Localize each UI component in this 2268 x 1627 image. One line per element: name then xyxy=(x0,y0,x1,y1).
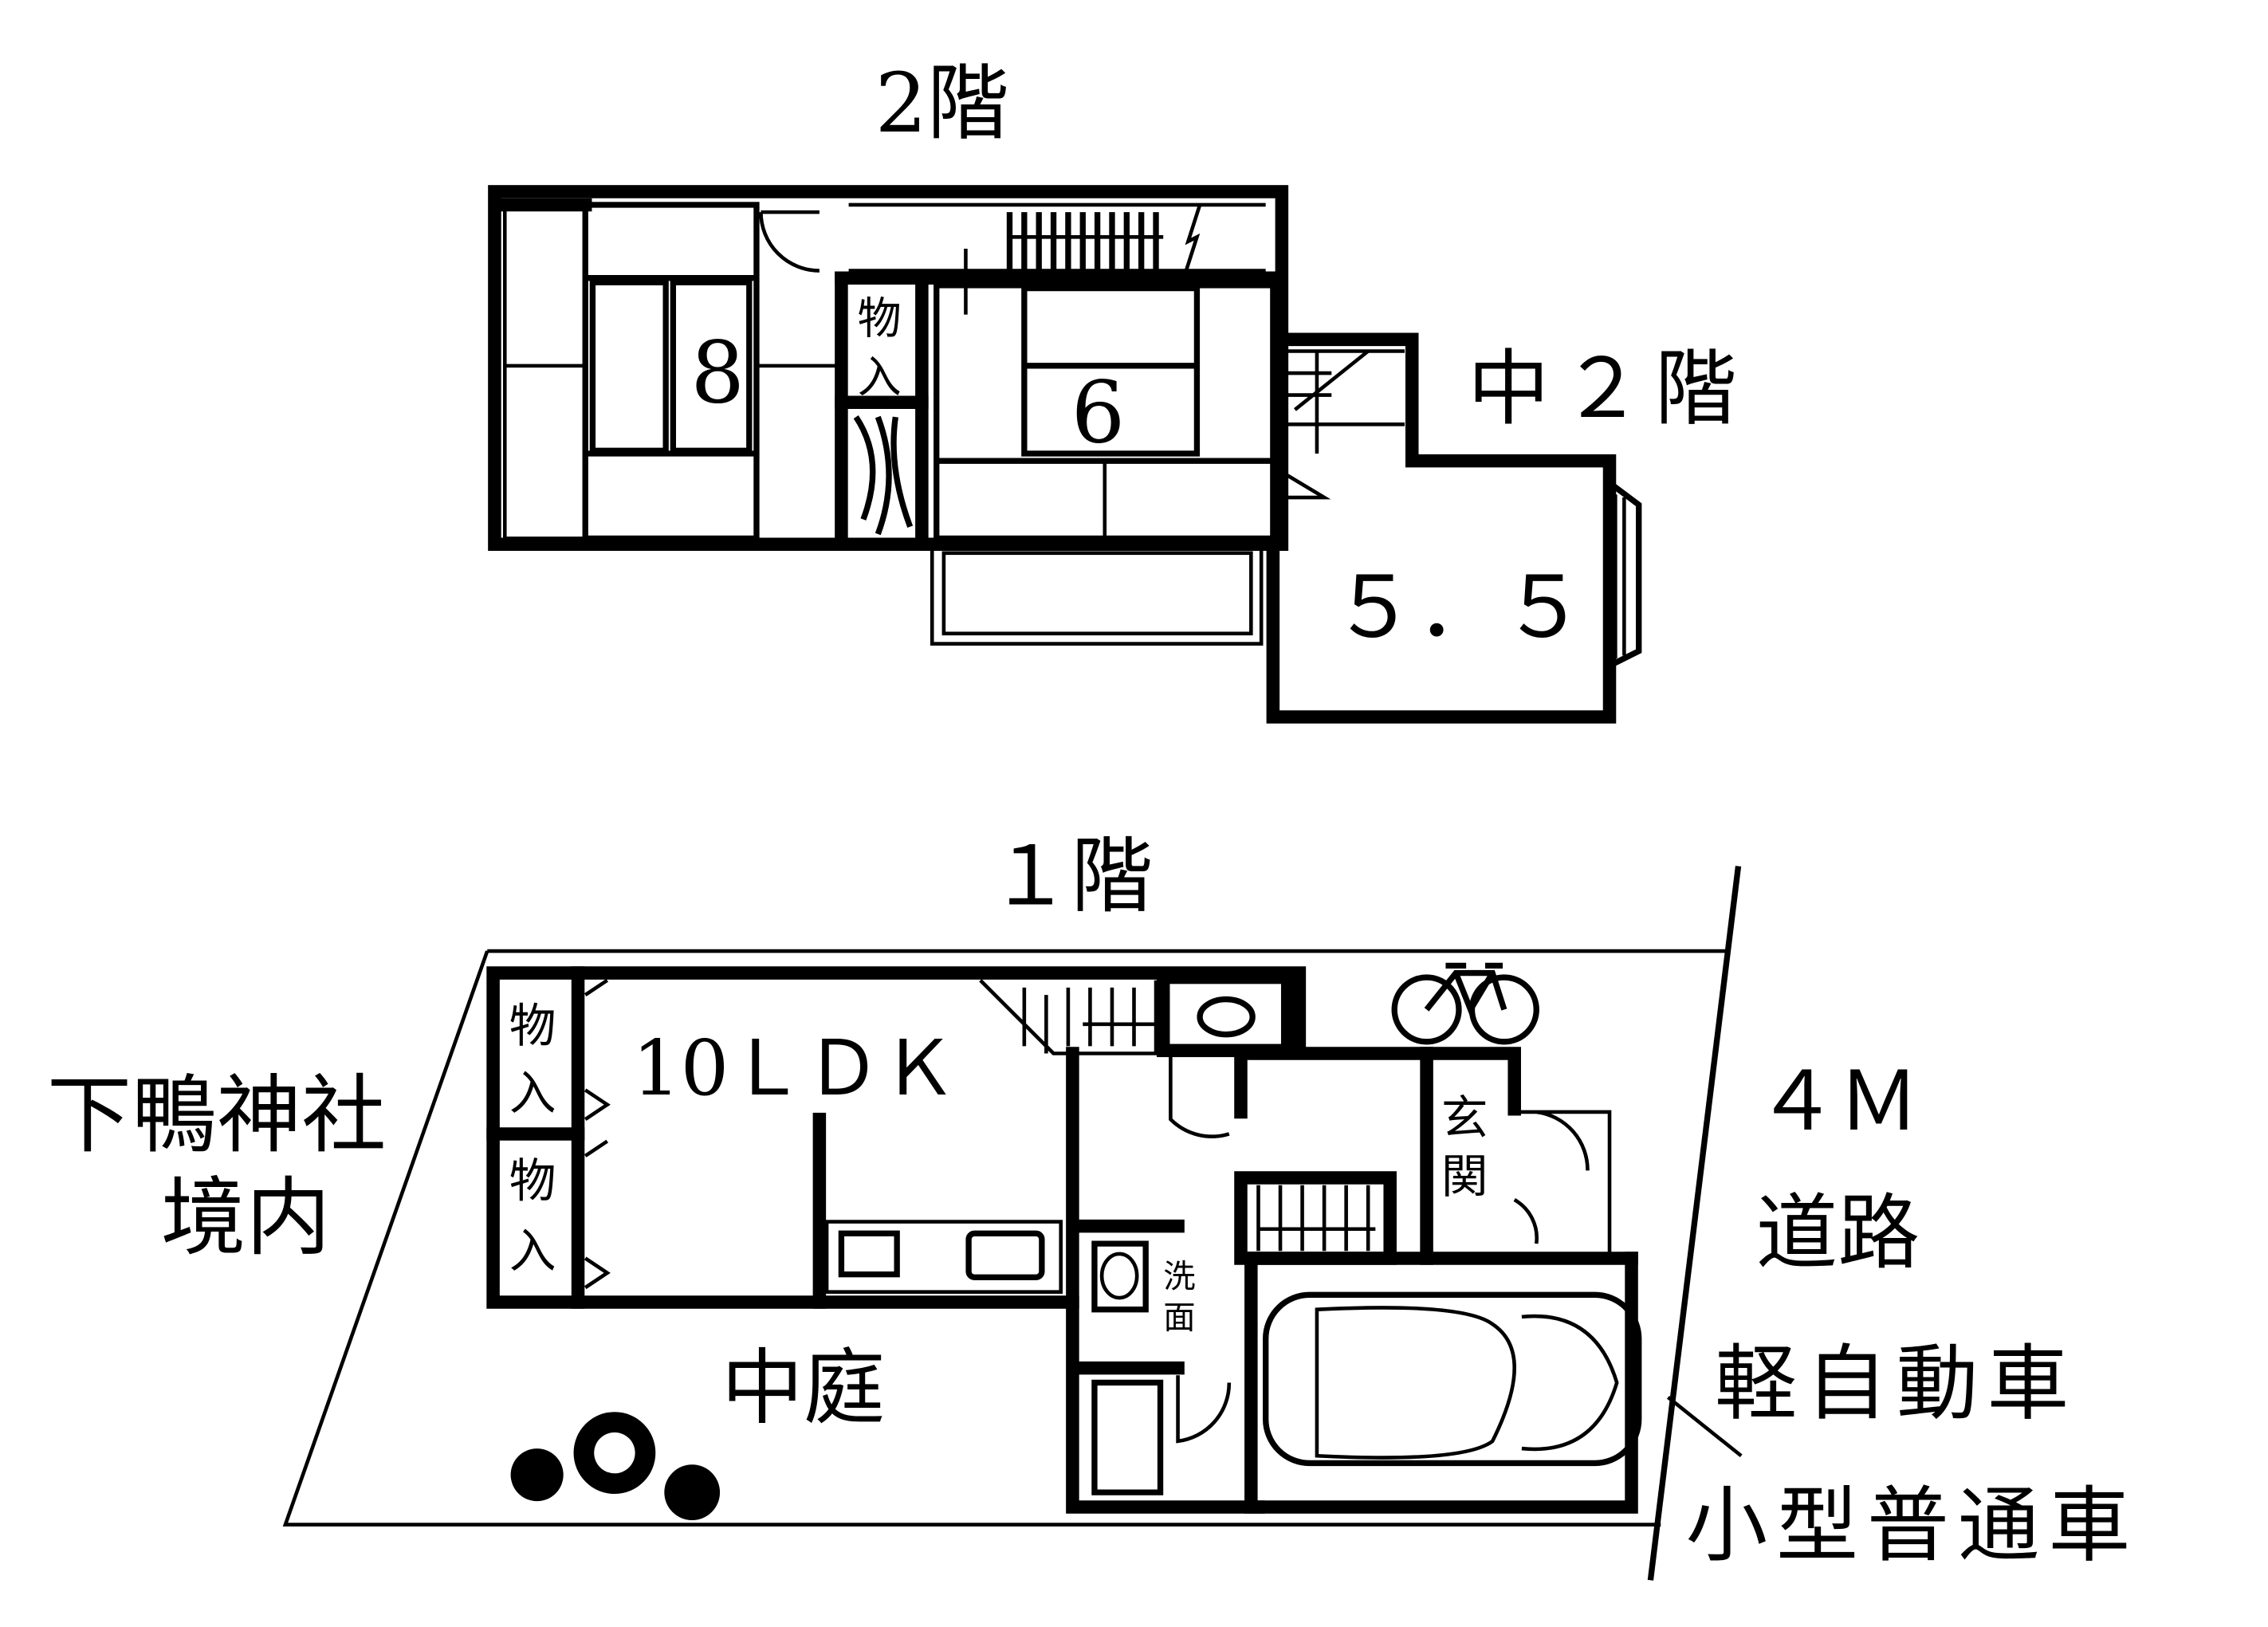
parking-label: 小型普通車 xyxy=(1685,1479,2139,1574)
ldk-label: 10ＬＤＫ xyxy=(632,1024,957,1113)
closet-2f-label: 物 xyxy=(858,293,902,344)
road-label: 道路 xyxy=(1756,1186,1920,1281)
room-55-label: ５．５ xyxy=(1331,558,1586,657)
floor1-walls xyxy=(486,966,1638,1514)
floor2-title: 2階 xyxy=(875,57,1009,151)
parking-label: 軽自動車 xyxy=(1715,1337,2077,1432)
washroom-label: 面 xyxy=(1163,1299,1195,1337)
closet-lower-label: 入 xyxy=(509,1223,556,1278)
bicycle-icon xyxy=(1391,962,1539,1045)
car-icon xyxy=(1263,1291,1642,1467)
room-6-label: 6 xyxy=(1071,364,1126,462)
closet-upper-label: 入 xyxy=(509,1065,556,1120)
floor1-title: １階 xyxy=(989,829,1154,924)
room-8-label: 8 xyxy=(690,324,745,423)
entrance-label: 玄 xyxy=(1441,1090,1488,1145)
neighbor-label: 下鴨神社 xyxy=(47,1066,387,1165)
courtyard-label: 中庭 xyxy=(721,1342,886,1436)
neighbor-label: 境内 xyxy=(161,1169,331,1267)
floor2-walls xyxy=(488,185,1642,724)
road-label: ４Ｍ xyxy=(1756,1055,1920,1150)
site-boundary xyxy=(282,866,1743,1581)
stairs-1f xyxy=(979,979,1158,1055)
entrance-label: 関 xyxy=(1441,1149,1488,1204)
closet-lower-label: 物 xyxy=(509,1153,556,1208)
mezzanine-title: 中２階 xyxy=(1468,342,1748,437)
washroom-label: 洗 xyxy=(1163,1258,1195,1295)
closet-2f-label: 入 xyxy=(858,352,902,403)
tree-icon xyxy=(510,1412,721,1521)
closet-upper-label: 物 xyxy=(509,998,556,1053)
stairs-mezzanine xyxy=(1287,349,1405,500)
stairs-2f xyxy=(848,202,1266,274)
